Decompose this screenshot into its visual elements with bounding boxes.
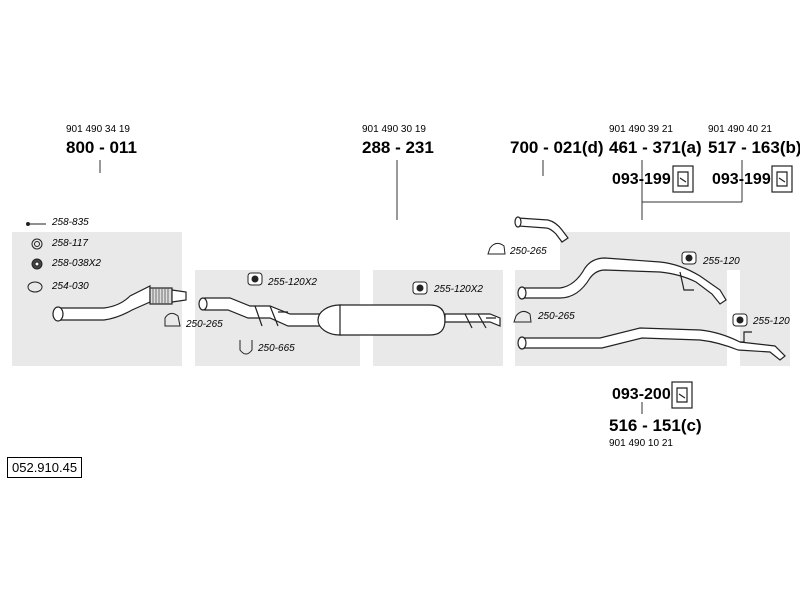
rubber-mount-icon-2 bbox=[412, 281, 428, 295]
mount-icons bbox=[247, 251, 748, 327]
fitting-label-258-117: 258-117 bbox=[52, 238, 88, 249]
oem-number-517-163: 901 490 40 21 bbox=[708, 124, 772, 135]
fitting-icons bbox=[26, 222, 532, 355]
clamp-icon-2 bbox=[487, 242, 506, 255]
fitting-label-258-038X2: 258-038X2 bbox=[52, 258, 101, 269]
tailpipe-tip bbox=[514, 216, 569, 243]
fitting-label-255-120X2-b: 255-120X2 bbox=[434, 284, 483, 295]
hanger-code-2: 093-199 bbox=[712, 171, 771, 188]
fitting-label-255-120X2-a: 255-120X2 bbox=[268, 277, 317, 288]
tail-pipe-upper bbox=[517, 257, 727, 305]
hanger-code-3: 093-200 bbox=[612, 386, 671, 403]
oem-number-461-371: 901 490 39 21 bbox=[609, 124, 673, 135]
tail-pipe-lower bbox=[517, 327, 786, 361]
oem-number-516-151: 901 490 10 21 bbox=[609, 438, 673, 449]
rubber-mount-icon-4 bbox=[732, 313, 748, 327]
rubber-mount-icon-3 bbox=[681, 251, 697, 265]
diagram-reference-number: 052.910.45 bbox=[7, 457, 83, 478]
u-bolt-icon bbox=[239, 340, 253, 355]
hanger-icon-2 bbox=[771, 165, 793, 193]
fitting-label-250-665: 250-665 bbox=[258, 343, 295, 354]
fitting-label-258-835: 258-835 bbox=[52, 217, 89, 228]
hanger-icons bbox=[671, 165, 793, 409]
part-number-517-163: 517 - 163(b) bbox=[708, 138, 800, 157]
gasket-ring-icon bbox=[31, 238, 43, 250]
hanger-icon-1 bbox=[672, 165, 694, 193]
hanger-code-1: 093-199 bbox=[612, 171, 671, 188]
fitting-label-254-030: 254-030 bbox=[52, 281, 89, 292]
flange-gasket-icon bbox=[27, 281, 43, 293]
fitting-label-250-265-b: 250-265 bbox=[510, 246, 547, 257]
part-number-516-151: 516 - 151(c) bbox=[609, 416, 702, 435]
rubber-mount-icon-1 bbox=[247, 272, 263, 286]
part-number-700-021: 700 - 021(d) bbox=[510, 138, 604, 157]
background-block-4 bbox=[515, 270, 727, 366]
part-number-461-371: 461 - 371(a) bbox=[609, 138, 702, 157]
front-pipe bbox=[52, 285, 187, 322]
part-number-288-231: 288 - 231 bbox=[362, 138, 434, 157]
oem-number-288-231: 901 490 30 19 bbox=[362, 124, 426, 135]
middle-silencer bbox=[198, 297, 501, 336]
fitting-label-255-120-a: 255-120 bbox=[703, 256, 740, 267]
hanger-icon-3 bbox=[671, 381, 693, 409]
fitting-label-250-265-a: 250-265 bbox=[186, 319, 223, 330]
part-number-800-011: 800 - 011 bbox=[66, 138, 137, 157]
bolt-head-icon bbox=[26, 222, 30, 226]
oem-number-800-011: 901 490 34 19 bbox=[66, 124, 130, 135]
fitting-label-250-265-c: 250-265 bbox=[538, 311, 575, 322]
fitting-label-255-120-b: 255-120 bbox=[753, 316, 790, 327]
clamp-icon-3 bbox=[513, 310, 532, 323]
clamp-icon-1 bbox=[164, 312, 181, 327]
